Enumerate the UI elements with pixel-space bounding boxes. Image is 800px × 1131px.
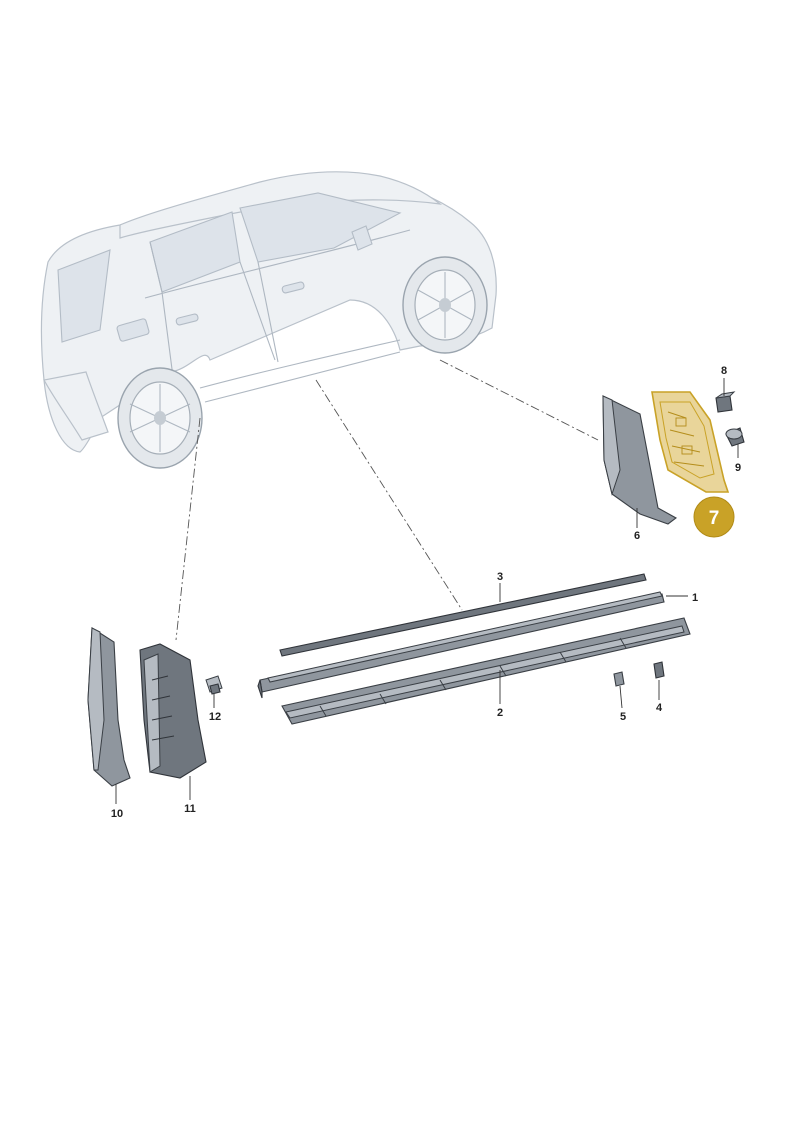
part-3-sill-trim-strip[interactable] bbox=[279, 573, 647, 657]
part-9-fastener[interactable] bbox=[725, 427, 745, 447]
part-10-rear-sill-trim[interactable] bbox=[87, 627, 131, 787]
reference-lines bbox=[175, 359, 599, 641]
front-wheel bbox=[402, 256, 488, 354]
callout-1: 1 bbox=[692, 592, 698, 604]
callout-labels: 1 2 3 4 5 6 8 9 10 11 12 bbox=[111, 365, 741, 820]
rear-window bbox=[57, 249, 111, 343]
callout-12: 12 bbox=[209, 711, 221, 723]
callout-10: 10 bbox=[111, 808, 123, 820]
callout-7-badge[interactable]: 7 bbox=[693, 496, 735, 538]
side-mirror bbox=[351, 225, 373, 251]
callout-5: 5 bbox=[620, 711, 626, 723]
part-1-side-sill-panel[interactable] bbox=[257, 591, 665, 699]
callout-2: 2 bbox=[497, 707, 503, 719]
callout-4: 4 bbox=[656, 702, 663, 714]
callout-6: 6 bbox=[634, 530, 640, 542]
part-8-clip[interactable] bbox=[715, 391, 736, 413]
callout-7: 7 bbox=[709, 508, 720, 529]
part-5-clip[interactable] bbox=[613, 671, 625, 687]
part-2-sill-mounting-rail[interactable] bbox=[281, 617, 691, 725]
part-7-mounting-bracket-highlighted[interactable] bbox=[651, 391, 730, 493]
rear-wheel bbox=[117, 367, 203, 469]
callout-leaders bbox=[115, 378, 739, 804]
callout-8: 8 bbox=[721, 365, 727, 377]
part-11-rear-bracket[interactable] bbox=[139, 643, 207, 779]
car-illustration bbox=[40, 171, 497, 469]
part-6-front-sill-trim[interactable] bbox=[602, 395, 678, 525]
callout-11: 11 bbox=[184, 803, 196, 815]
callout-9: 9 bbox=[735, 462, 741, 474]
part-4-clip[interactable] bbox=[653, 661, 665, 679]
part-12-clip[interactable] bbox=[205, 675, 223, 695]
callout-3: 3 bbox=[497, 571, 503, 583]
